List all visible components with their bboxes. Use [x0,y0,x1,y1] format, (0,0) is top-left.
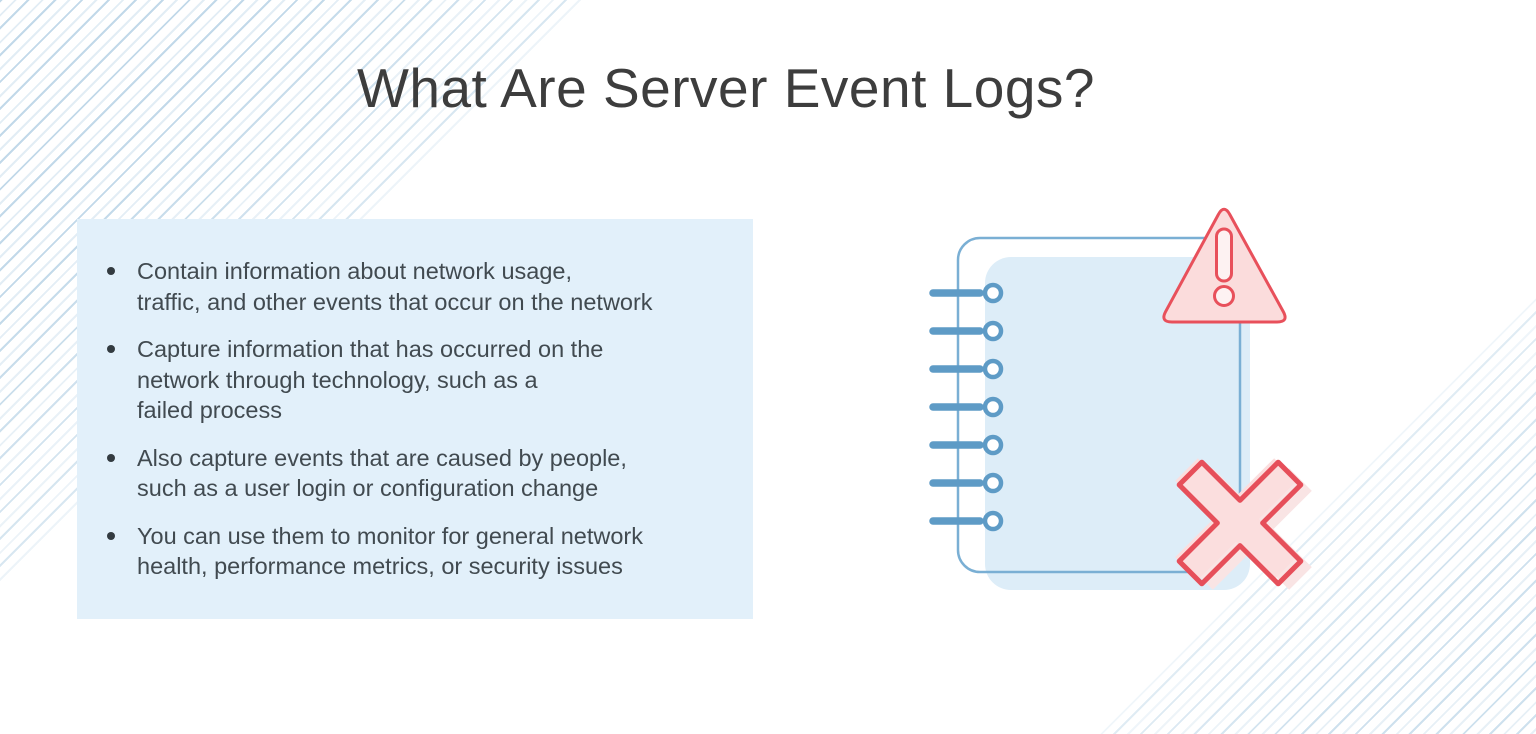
bullet-dot [107,531,115,540]
bullet-dot [107,453,115,462]
bullet-item: Capture information that has occurred on… [107,334,733,426]
notebook-spiral-rings [929,282,1004,532]
bullet-text: Contain information about network usage,… [137,258,653,315]
spiral-ring [929,434,1004,456]
spiral-ring [929,282,1004,304]
spiral-ring [929,472,1004,494]
bullet-text: Also capture events that are caused by p… [137,444,627,502]
bullet-dot [107,345,115,353]
server-log-illustration [929,207,1340,610]
spiral-ring [929,510,1004,532]
exclamation-bar [1215,227,1233,283]
bullet-panel: Contain information about network usage,… [77,219,753,619]
bullet-item: You can use them to monitor for general … [107,521,733,582]
bullet-item: Contain information about network usage,… [107,256,733,317]
warning-triangle-icon [1162,207,1287,324]
bullet-list: Contain information about network usage,… [77,219,753,582]
bullet-item: Also capture events that are caused by p… [107,443,733,504]
spiral-ring [929,320,1004,342]
spiral-ring [929,358,1004,380]
bullet-text: Capture information that has occurred on… [137,336,604,423]
notebook-page-fill [985,257,1250,590]
slide-title: What Are Server Event Logs? [356,57,1096,119]
exclamation-dot [1213,285,1235,307]
spiral-ring [929,396,1004,418]
bullet-dot [107,267,115,275]
bullet-text: You can use them to monitor for general … [137,522,643,580]
